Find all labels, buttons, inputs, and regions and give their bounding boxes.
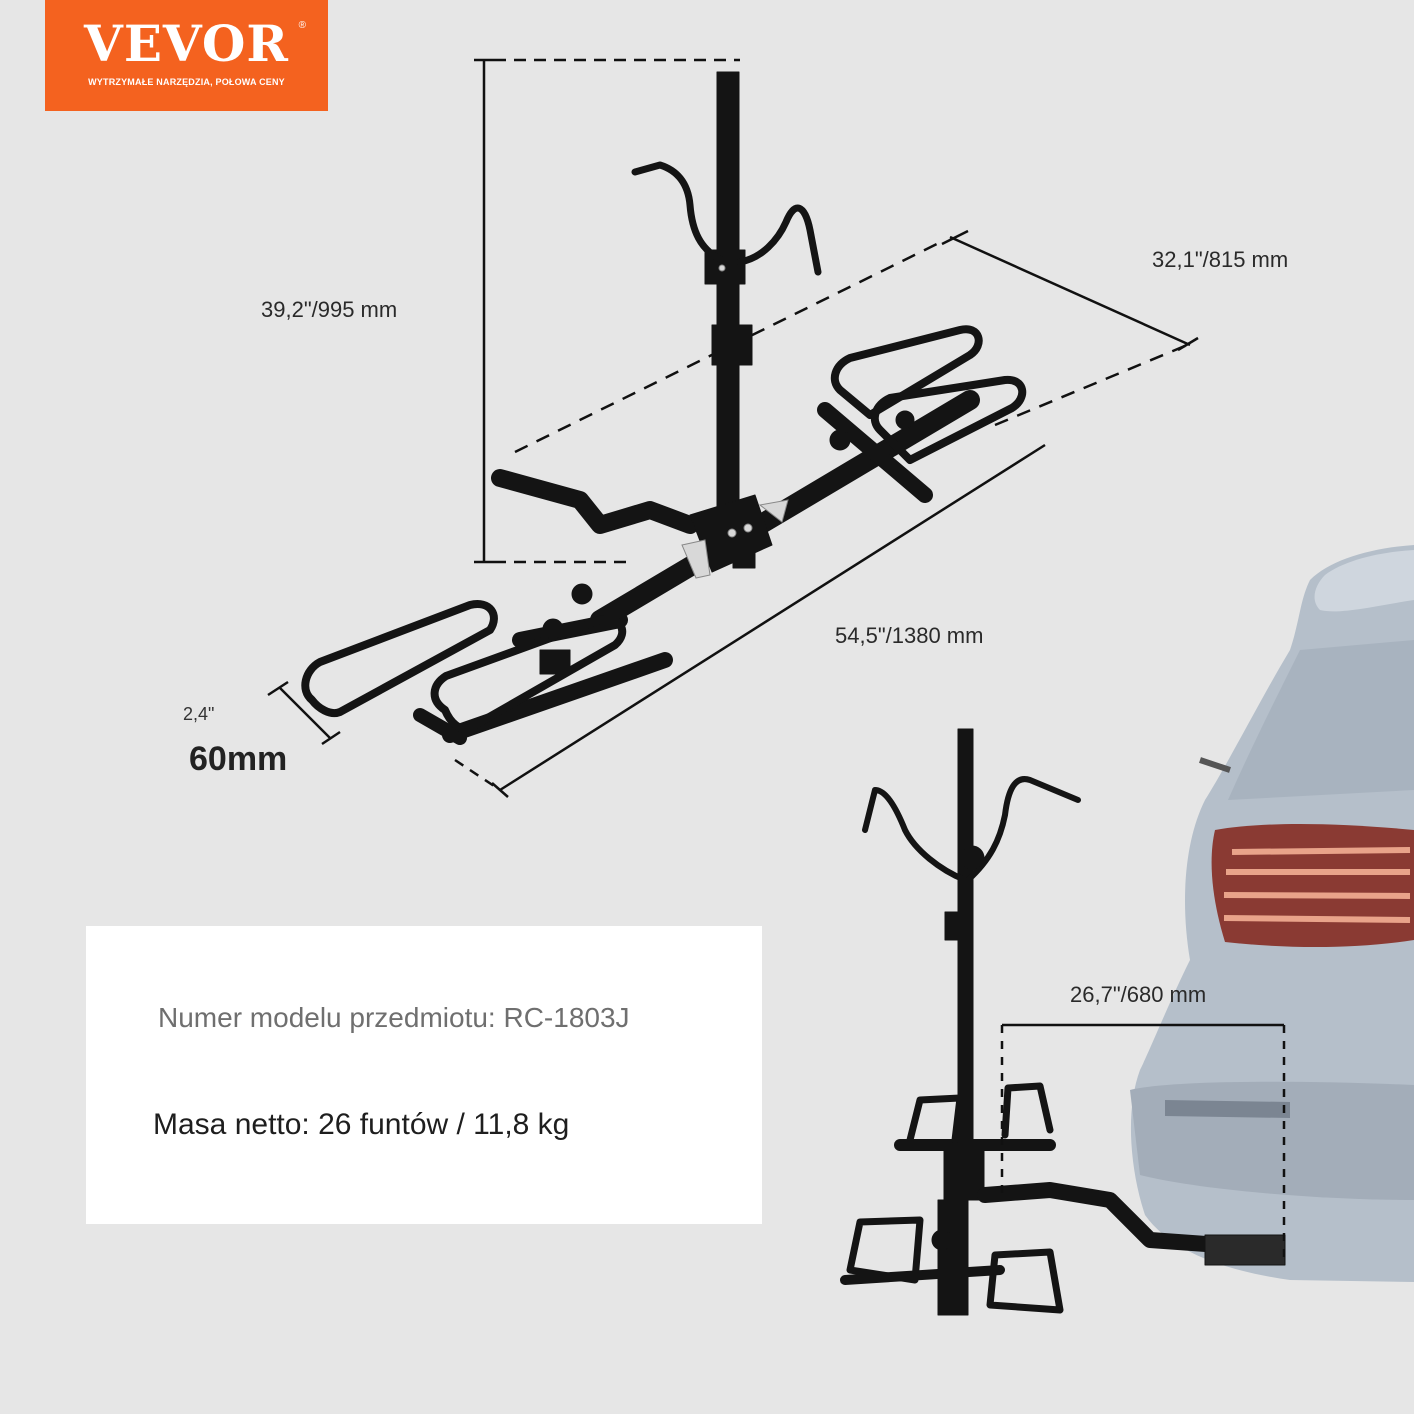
length-dimension-label: 54,5"/1380 mm (835, 623, 984, 648)
spec-panel: Numer modelu przedmiotu: RC-1803J Masa n… (86, 926, 762, 1224)
net-mass: Masa netto: 26 funtów / 11,8 kg (153, 1108, 570, 1141)
brand-name: VEVOR (84, 14, 289, 73)
tube-inch-label: 2,4" (183, 704, 215, 724)
registered-mark: ® (298, 20, 306, 31)
height-dimension-label: 39,2"/995 mm (261, 297, 398, 322)
bike-rack-main (301, 71, 1027, 745)
width-dimension-label: 32,1"/815 mm (1152, 247, 1289, 272)
car-rear (1130, 545, 1414, 1282)
brand-tagline: WYTRZYMAŁE NARZĘDZIA, POŁOWA CENY (88, 77, 285, 87)
brand-logo: VEVOR ® WYTRZYMAŁE NARZĘDZIA, POŁOWA CEN… (45, 0, 328, 111)
dimension-lines (267, 58, 1199, 798)
bike-rack-mounted (840, 728, 1286, 1316)
model-number: Numer modelu przedmiotu: RC-1803J (158, 1002, 630, 1033)
rack-hardware (681, 264, 789, 579)
tube-mm-label: 60mm (189, 740, 288, 778)
hitch-extension-label: 26,7"/680 mm (1070, 982, 1207, 1007)
mounted-dimension-lines (1000, 1023, 1286, 1260)
